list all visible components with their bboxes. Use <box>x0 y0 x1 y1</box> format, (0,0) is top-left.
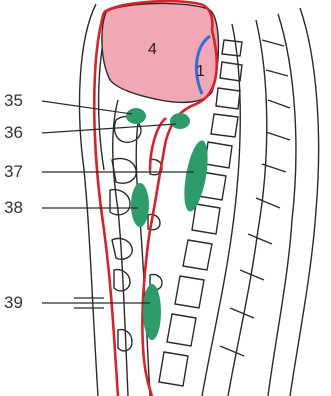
label-37: 37 <box>4 163 23 180</box>
label-36: 36 <box>4 124 23 141</box>
node-35 <box>126 108 146 124</box>
node-39 <box>143 284 161 340</box>
node-38 <box>131 183 149 227</box>
region-label-4: 4 <box>148 42 157 58</box>
node-36 <box>170 113 190 129</box>
label-39: 39 <box>4 294 23 311</box>
leader-lines <box>42 101 194 308</box>
label-35: 35 <box>4 92 23 109</box>
label-38: 38 <box>4 199 23 216</box>
region-label-1: 1 <box>196 64 205 80</box>
